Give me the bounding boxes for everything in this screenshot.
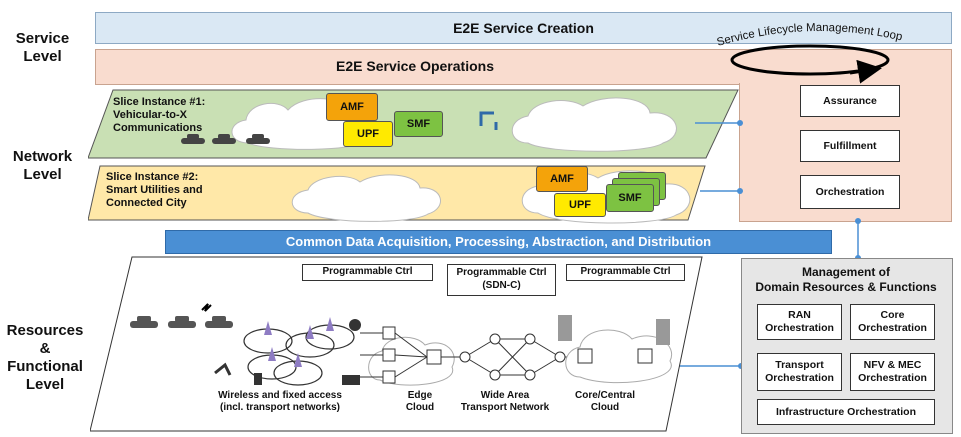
slice2-smf: SMF [606,184,654,212]
e2e-service-creation-bar: E2E Service Creation [95,12,952,44]
factory-icon [342,375,360,385]
network-level-label: Network Level [12,148,73,183]
satellite-dish-icon [349,319,361,331]
core-cloud-shape [565,329,673,384]
slice-instance-1-label: Slice Instance #1: Vehicular-to-X Commun… [113,96,206,134]
wan-caption: Wide Area Transport Network [460,390,550,413]
slice-instance-2-label: Slice Instance #2: Smart Utilities and C… [106,171,203,209]
programmable-ctrl-3: Programmable Ctrl [566,264,685,281]
core-orchestration-box: Core Orchestration [850,304,935,340]
slice2-upf: UPF [554,193,606,217]
slice1-cloud-right [511,97,677,152]
edge-cloud-caption: Edge Cloud [405,390,435,413]
lifecycle-loop-arrow [849,59,882,84]
infrastructure-orchestration-box: Infrastructure Orchestration [757,399,935,425]
assurance-box: Assurance [800,85,900,117]
transport-orchestration-box: Transport Orchestration [757,353,842,391]
resources-layer [90,256,703,432]
tower-icons [264,317,334,367]
bracket-icon [479,111,498,130]
programmable-ctrl-sdnc: Programmable Ctrl (SDN-C) [447,264,556,296]
e2e-service-operations-label: E2E Service Operations [336,58,494,74]
core-cloud-caption: Core/Central Cloud [574,390,635,413]
fulfillment-box: Fulfillment [800,130,900,162]
lifecycle-loop: Service Lifecycle Management Loop [716,22,903,84]
edge-links [360,332,428,378]
signal-icon [201,303,212,312]
nfv-mec-orchestration-box: NFV & MEC Orchestration [850,353,935,391]
service-level-label: Service Level [15,30,70,65]
lifecycle-loop-ellipse [730,44,890,76]
wireless-caption: Wireless and fixed access (incl. transpo… [218,390,342,413]
robot-arm-icon [214,362,232,376]
common-data-bar: Common Data Acquisition, Processing, Abs… [165,230,832,254]
e2e-service-operations-bar [95,49,952,85]
programmable-ctrl-1: Programmable Ctrl [302,264,433,281]
slice1-amf: AMF [326,93,378,121]
slice2-amf: AMF [536,166,588,192]
wan-nodes [459,333,566,381]
slice1-smf: SMF [394,111,443,137]
slice2-cloud-left [291,174,441,222]
resource-car-icons [130,316,233,328]
ran-orchestration-box: RAN Orchestration [757,304,842,340]
management-title: Management of Domain Resources & Functio… [755,265,937,294]
orchestration-box: Orchestration [800,175,900,209]
slice1-upf: UPF [343,121,393,147]
server-icons [558,315,670,345]
resources-level-label: Resources & Functional Level [6,322,84,393]
phone-icon [254,373,262,385]
car-icons [181,134,270,144]
e2e-service-creation-label: E2E Service Creation [453,20,594,36]
